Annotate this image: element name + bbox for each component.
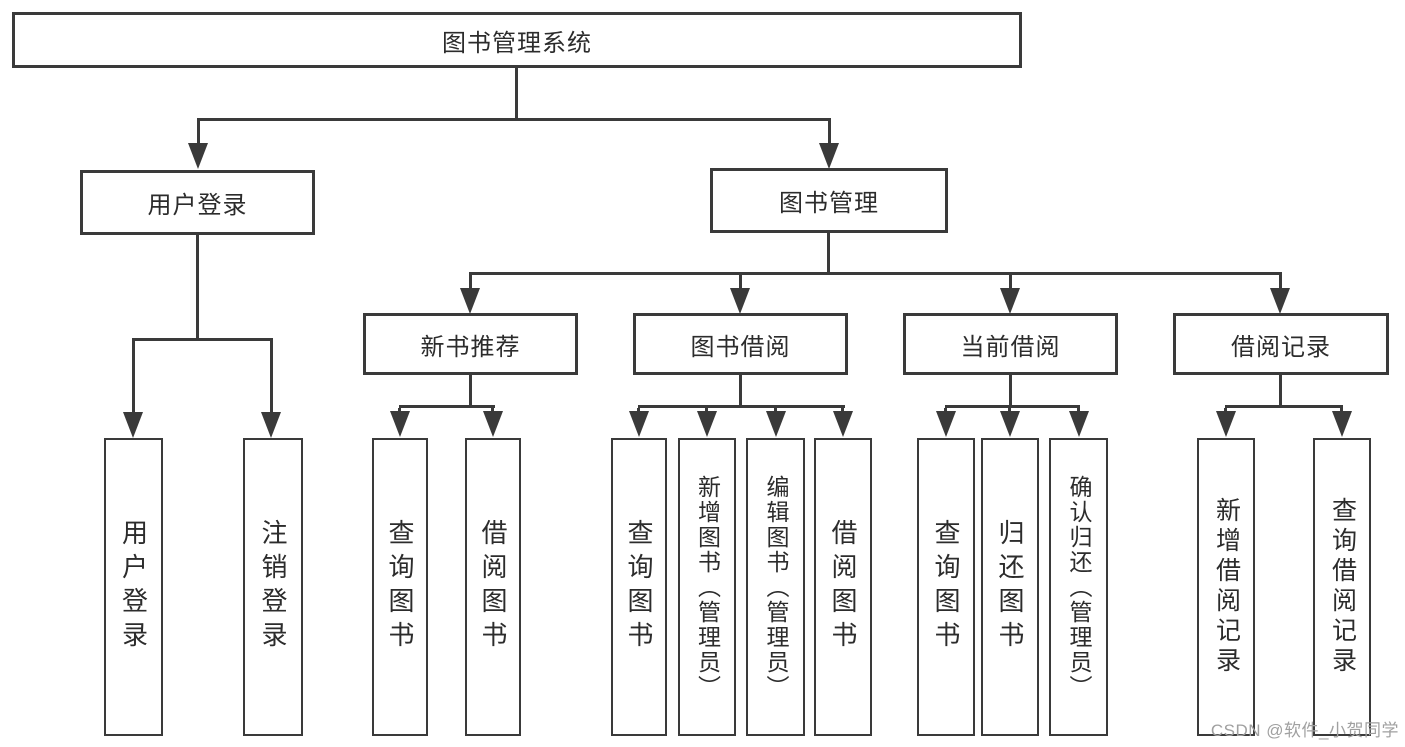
arrow-down-icon <box>629 411 649 437</box>
node-book-management-label: 图书管理 <box>779 190 879 217</box>
arrow-down-icon <box>1000 411 1020 437</box>
leaf-records-query-record-label: 查询借阅记录 <box>1328 497 1357 677</box>
connector-line <box>1009 275 1012 289</box>
arrow-down-icon <box>833 411 853 437</box>
leaf-borrow-edit-books-admin: 编辑图书（管理员） <box>746 438 805 736</box>
connector-line <box>1225 405 1343 408</box>
node-book-borrow: 图书借阅 <box>633 313 848 375</box>
connector-line <box>469 375 472 405</box>
connector-line <box>1009 375 1012 405</box>
leaf-records-query-record: 查询借阅记录 <box>1313 438 1371 736</box>
leaf-recommend-borrow-books-label: 借阅图书 <box>478 519 508 655</box>
node-book-borrow-label: 图书借阅 <box>690 333 791 361</box>
leaf-recommend-query-books-label: 查询图书 <box>385 519 415 655</box>
arrow-down-icon <box>1270 288 1290 314</box>
connector-line <box>197 121 200 143</box>
leaf-user-login-label: 用户登录 <box>118 519 149 655</box>
arrow-down-icon <box>1216 411 1236 437</box>
connector-line <box>132 338 273 341</box>
arrow-down-icon <box>936 411 956 437</box>
leaf-borrow-query-books-label: 查询图书 <box>624 519 654 655</box>
connector-line <box>399 405 495 408</box>
connector-line <box>132 341 135 413</box>
arrow-down-icon <box>1000 288 1020 314</box>
node-current-borrow: 当前借阅 <box>903 313 1118 375</box>
leaf-recommend-borrow-books: 借阅图书 <box>465 438 521 736</box>
arrow-down-icon <box>766 411 786 437</box>
connector-line <box>1279 375 1282 405</box>
leaf-logout-label: 注销登录 <box>258 519 288 655</box>
leaf-current-return-books: 归还图书 <box>981 438 1039 736</box>
connector-line <box>739 375 742 405</box>
leaf-borrow-borrow-books: 借阅图书 <box>814 438 872 736</box>
node-root-label: 图书管理系统 <box>442 29 592 57</box>
arrow-down-icon <box>697 411 717 437</box>
leaf-current-confirm-return-admin: 确认归还（管理员） <box>1049 438 1108 736</box>
connector-line <box>828 121 831 143</box>
leaf-records-add-record: 新增借阅记录 <box>1197 438 1255 736</box>
arrow-down-icon <box>123 412 143 438</box>
node-new-book-recommend-label: 新书推荐 <box>420 333 521 361</box>
node-new-book-recommend: 新书推荐 <box>363 313 578 375</box>
leaf-borrow-query-books: 查询图书 <box>611 438 667 736</box>
node-user-login: 用户登录 <box>80 170 315 235</box>
connector-line <box>638 405 845 408</box>
arrow-down-icon <box>1069 411 1089 437</box>
connector-line <box>197 118 831 121</box>
watermark: CSDN @软件_小贺同学 <box>1210 721 1399 740</box>
node-borrow-records: 借阅记录 <box>1173 313 1389 375</box>
arrow-down-icon <box>390 411 410 437</box>
leaf-records-add-record-label: 新增借阅记录 <box>1212 497 1241 677</box>
leaf-user-login: 用户登录 <box>104 438 163 736</box>
connector-line <box>469 275 472 289</box>
leaf-borrow-edit-books-admin-label: 编辑图书（管理员） <box>763 474 789 700</box>
node-borrow-records-label: 借阅记录 <box>1231 333 1331 361</box>
leaf-recommend-query-books: 查询图书 <box>372 438 428 736</box>
connector-line <box>196 235 199 338</box>
arrow-down-icon <box>819 143 839 169</box>
leaf-borrow-borrow-books-label: 借阅图书 <box>828 519 858 655</box>
connector-line <box>945 405 1080 408</box>
arrow-down-icon <box>460 288 480 314</box>
leaf-current-return-books-label: 归还图书 <box>995 519 1025 655</box>
arrow-down-icon <box>483 411 503 437</box>
node-current-borrow-label: 当前借阅 <box>960 333 1061 361</box>
connector-line <box>1279 275 1282 289</box>
node-book-management: 图书管理 <box>710 168 948 233</box>
node-root: 图书管理系统 <box>12 12 1022 68</box>
connector-line <box>739 275 742 289</box>
leaf-borrow-add-books-admin-label: 新增图书（管理员） <box>694 474 721 700</box>
connector-line <box>515 68 518 118</box>
arrow-down-icon <box>188 143 208 169</box>
connector-line <box>270 341 273 413</box>
arrow-down-icon <box>730 288 750 314</box>
leaf-logout: 注销登录 <box>243 438 303 736</box>
arrow-down-icon <box>261 412 281 438</box>
node-user-login-label: 用户登录 <box>147 192 248 219</box>
leaf-current-query-books-label: 查询图书 <box>931 519 961 655</box>
arrow-down-icon <box>1332 411 1352 437</box>
leaf-current-confirm-return-admin-label: 确认归还（管理员） <box>1066 474 1092 700</box>
connector-line <box>469 272 1282 275</box>
connector-line <box>827 233 830 272</box>
leaf-borrow-add-books-admin: 新增图书（管理员） <box>678 438 736 736</box>
leaf-current-query-books: 查询图书 <box>917 438 975 736</box>
